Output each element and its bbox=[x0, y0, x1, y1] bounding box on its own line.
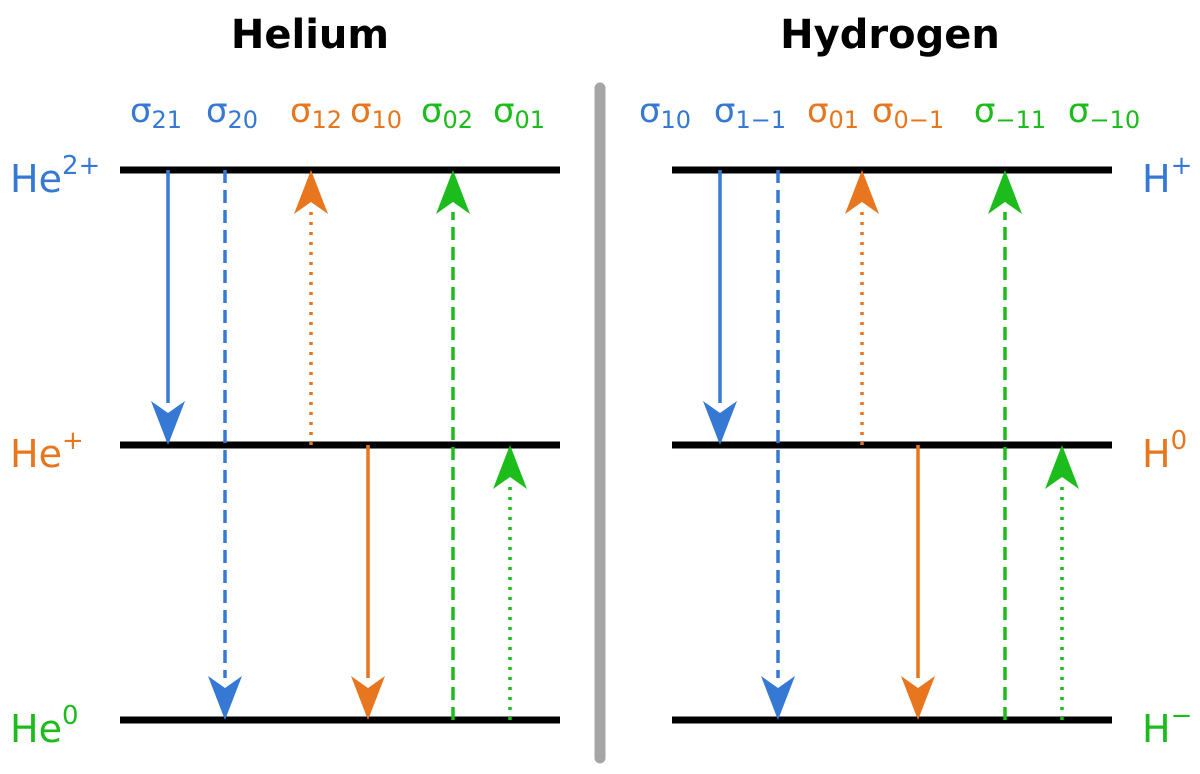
ion-symbol: H bbox=[1142, 157, 1171, 201]
helium-transition-3 bbox=[351, 445, 385, 720]
helium-transition-2 bbox=[294, 170, 328, 445]
helium-transitions bbox=[151, 170, 527, 720]
transition-arrowhead bbox=[493, 445, 527, 489]
ion-symbol: He bbox=[10, 432, 62, 476]
rate-symbol: σ bbox=[421, 91, 443, 131]
transition-arrowhead bbox=[294, 170, 328, 214]
hydrogen-rate-label-4: σ−11 bbox=[974, 91, 1046, 134]
transition-arrowhead bbox=[436, 170, 470, 214]
transition-arrowhead bbox=[703, 401, 737, 445]
rate-symbol: σ bbox=[714, 91, 736, 131]
rate-subscript: 01 bbox=[829, 106, 860, 134]
hydrogen-rate-label-5: σ−10 bbox=[1068, 91, 1140, 134]
hydrogen-transition-3 bbox=[901, 445, 935, 720]
rate-symbol: σ bbox=[350, 91, 372, 131]
ion-charge: − bbox=[1171, 701, 1193, 731]
rate-symbol: σ bbox=[974, 91, 996, 131]
hydrogen-transition-1 bbox=[761, 170, 795, 720]
helium-rate-label-0: σ21 bbox=[130, 91, 182, 134]
helium-energy-levels bbox=[120, 166, 560, 724]
rate-subscript: 01 bbox=[515, 106, 546, 134]
rate-symbol: σ bbox=[290, 91, 312, 131]
rate-subscript: 10 bbox=[661, 106, 692, 134]
hydrogen-level-label-1: H0 bbox=[1142, 426, 1187, 476]
helium-transition-1 bbox=[208, 170, 242, 720]
ion-charge: 2+ bbox=[62, 151, 100, 181]
hydrogen-transition-5 bbox=[1045, 445, 1079, 720]
hydrogen-transition-4 bbox=[988, 170, 1022, 720]
helium-rate-label-5: σ01 bbox=[493, 91, 545, 134]
helium-rate-label-2: σ12 bbox=[290, 91, 342, 134]
rate-symbol: σ bbox=[493, 91, 515, 131]
rate-subscript: 1−1 bbox=[735, 106, 786, 134]
rate-subscript: 21 bbox=[152, 106, 183, 134]
transition-arrowhead bbox=[208, 676, 242, 720]
helium-level-label-2: He0 bbox=[10, 701, 79, 751]
rate-subscript: 0−1 bbox=[893, 106, 944, 134]
rate-symbol: σ bbox=[130, 91, 152, 131]
transition-arrowhead bbox=[845, 170, 879, 214]
hydrogen-transition-2 bbox=[845, 170, 879, 445]
rate-symbol: σ bbox=[807, 91, 829, 131]
transition-arrowhead bbox=[1045, 445, 1079, 489]
helium-level-label-0: He2+ bbox=[10, 151, 100, 201]
helium-transition-4 bbox=[436, 170, 470, 720]
rate-subscript: 12 bbox=[312, 106, 343, 134]
hydrogen-rate-label-3: σ0−1 bbox=[872, 91, 944, 134]
helium-level-labels: He2+He+He0 bbox=[10, 151, 100, 751]
transition-arrowhead bbox=[761, 676, 795, 720]
ion-symbol: H bbox=[1142, 707, 1171, 751]
helium-title: Helium bbox=[231, 12, 389, 58]
rate-subscript: −10 bbox=[1089, 106, 1140, 134]
transition-arrowhead bbox=[351, 676, 385, 720]
helium-rate-label-1: σ20 bbox=[206, 91, 258, 134]
helium-rate-label-3: σ10 bbox=[350, 91, 402, 134]
ion-symbol: H bbox=[1142, 432, 1171, 476]
rate-symbol: σ bbox=[206, 91, 228, 131]
ion-charge: + bbox=[62, 426, 84, 456]
hydrogen-transition-0 bbox=[703, 170, 737, 445]
hydrogen-level-labels: H+H0H− bbox=[1142, 151, 1192, 751]
rate-subscript: 02 bbox=[443, 106, 474, 134]
hydrogen-title: Hydrogen bbox=[780, 12, 1000, 58]
transition-arrowhead bbox=[151, 401, 185, 445]
rate-subscript: 10 bbox=[372, 106, 403, 134]
hydrogen-level-label-2: H− bbox=[1142, 701, 1192, 751]
rate-symbol: σ bbox=[872, 91, 894, 131]
hydrogen-level-label-0: H+ bbox=[1142, 151, 1192, 201]
hydrogen-rate-label-0: σ10 bbox=[639, 91, 691, 134]
rate-symbol: σ bbox=[639, 91, 661, 131]
hydrogen-transitions bbox=[703, 170, 1079, 720]
ion-charge: + bbox=[1171, 151, 1193, 181]
hydrogen-rate-label-2: σ01 bbox=[807, 91, 859, 134]
rate-subscript: 20 bbox=[228, 106, 259, 134]
ion-symbol: He bbox=[10, 707, 62, 751]
transition-arrowhead bbox=[988, 170, 1022, 214]
ion-charge: 0 bbox=[1171, 426, 1188, 456]
ion-charge: 0 bbox=[62, 701, 79, 731]
helium-level-label-1: He+ bbox=[10, 426, 84, 476]
rate-subscript: −11 bbox=[995, 106, 1046, 134]
hydrogen-energy-levels bbox=[672, 166, 1112, 724]
helium-transition-5 bbox=[493, 445, 527, 720]
rate-symbol: σ bbox=[1068, 91, 1090, 131]
hydrogen-rate-label-1: σ1−1 bbox=[714, 91, 786, 134]
helium-rate-label-4: σ02 bbox=[421, 91, 473, 134]
ion-symbol: He bbox=[10, 157, 62, 201]
transition-arrowhead bbox=[901, 676, 935, 720]
helium-transition-0 bbox=[151, 170, 185, 445]
